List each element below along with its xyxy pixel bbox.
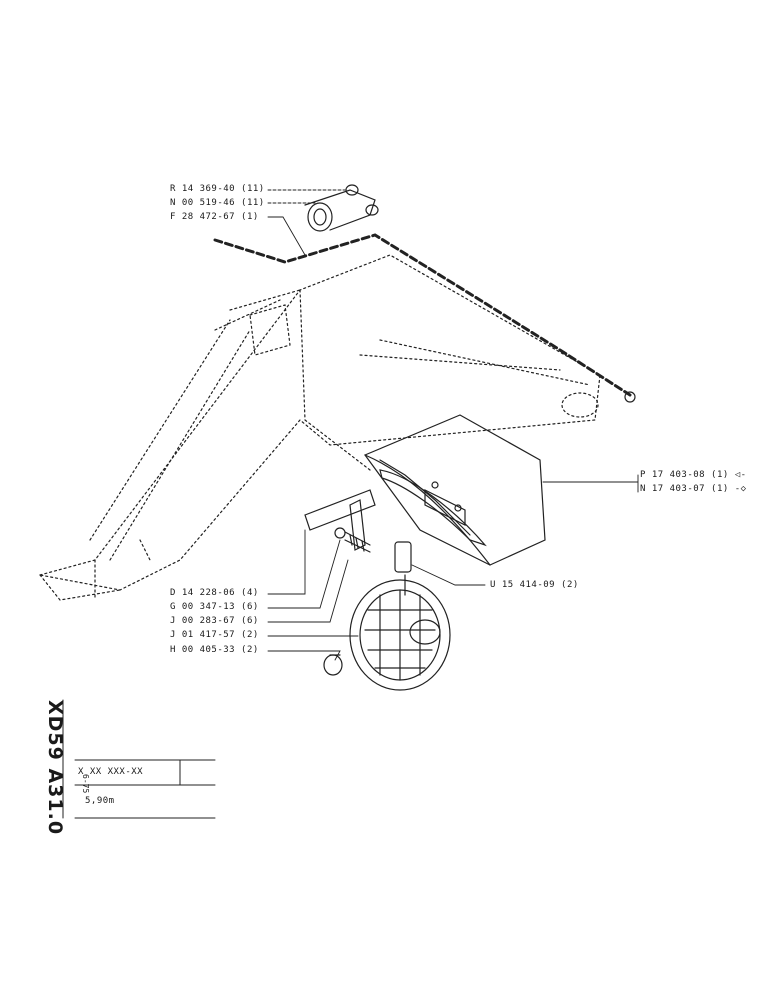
- part-label: D 14 228-06 (4): [170, 588, 259, 598]
- part-label: N 17 403-07 (1) -◇: [640, 484, 747, 494]
- part-label: F 28 472-67 (1): [170, 212, 259, 222]
- part-label: P 17 403-08 (1) ◁-: [640, 470, 747, 480]
- cable-plug: [624, 391, 636, 403]
- document-code-block: XD59 A31.0 6-75: [20, 700, 90, 835]
- boom-arm: [39, 254, 601, 601]
- lamp-shroud: [364, 414, 546, 566]
- work-lamp: [349, 541, 451, 691]
- bulb: [323, 654, 343, 676]
- part-label: J 01 417-57 (2): [170, 630, 259, 640]
- cable: [213, 233, 632, 397]
- title-block: [62, 699, 216, 819]
- document-code: XD59 A31.0: [44, 700, 66, 836]
- part-label: N 00 519-46 (11): [170, 198, 265, 208]
- part-number-pattern: X XX XXX-XX: [78, 767, 144, 777]
- part-label: J 00 283-67 (6): [170, 616, 259, 626]
- top-clamp: [304, 184, 379, 232]
- part-label: G 00 347-13 (6): [170, 602, 259, 612]
- part-label: H 00 405-33 (2): [170, 645, 259, 655]
- leader-lines: [267, 189, 639, 661]
- bolt: [334, 527, 371, 553]
- bracket-plate: [304, 489, 376, 551]
- description: 5,90m: [85, 796, 115, 806]
- part-label: U 15 414-09 (2): [490, 580, 579, 590]
- part-label: R 14 369-40 (11): [170, 184, 265, 194]
